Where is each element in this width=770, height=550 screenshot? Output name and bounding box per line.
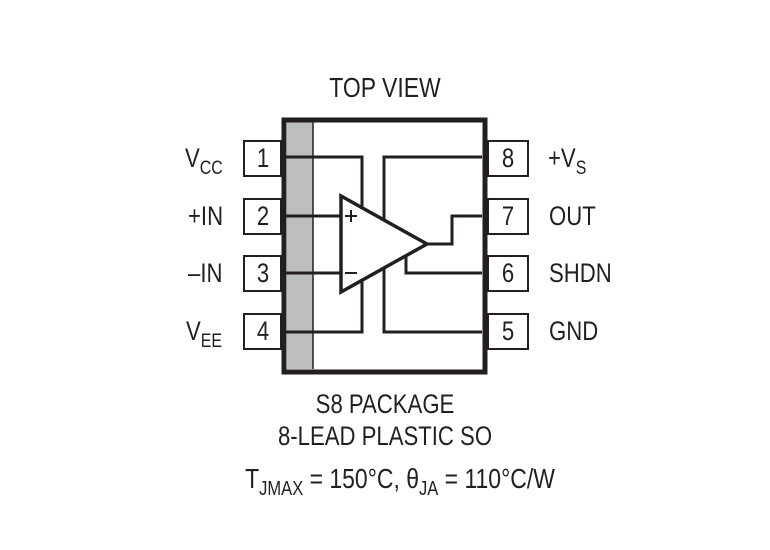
pin-1-label: VCC — [185, 143, 223, 179]
pin-6-number: 6 — [501, 258, 515, 288]
pin1-indicator-strip — [287, 122, 313, 369]
pin-1-box — [243, 140, 282, 177]
package-body — [281, 117, 488, 375]
wire-out — [427, 214, 482, 246]
wire-vee — [286, 280, 364, 334]
pin-8-number: 8 — [501, 143, 515, 173]
package-description: 8-LEAD PLASTIC SO — [277, 421, 493, 451]
right-pin-boxes — [487, 140, 529, 350]
pin-7-label: OUT — [549, 201, 596, 231]
pin-6-box — [487, 255, 529, 292]
opamp-input-symbols — [345, 210, 357, 274]
internal-wiring — [286, 155, 482, 334]
pin-4-label: VEE — [186, 316, 223, 352]
pin-2-box — [243, 198, 282, 235]
pin-2-number: 2 — [256, 201, 270, 231]
wire-gnd — [382, 268, 482, 334]
pin-5-number: 5 — [501, 316, 515, 346]
wire-plus-vs — [382, 155, 482, 219]
wire-vcc — [286, 155, 364, 207]
pin-3-box — [243, 255, 282, 292]
pin-8-label: +VS — [548, 143, 587, 179]
left-pin-boxes — [243, 140, 282, 350]
pin-6-label: SHDN — [549, 258, 612, 288]
pin-4-box — [243, 313, 282, 350]
diagram-title: TOP VIEW — [329, 72, 441, 103]
wire-shdn — [404, 256, 482, 275]
pin-3-number: 3 — [256, 258, 270, 288]
pin-5-box — [487, 313, 529, 350]
thermal-spec: TJMAX = 150°C, θJA = 110°C/W — [245, 463, 555, 501]
pin-1-number: 1 — [256, 143, 270, 173]
package-name: S8 PACKAGE — [315, 389, 455, 419]
pin-3-label: –IN — [188, 258, 223, 288]
pin-5-label: GND — [549, 316, 599, 346]
pin-2-label: +IN — [188, 201, 224, 231]
pin-7-number: 7 — [501, 201, 515, 231]
pin-4-number: 4 — [256, 316, 270, 346]
pin-7-box — [487, 198, 529, 235]
opamp-triangle-icon — [339, 193, 431, 295]
pin-8-box — [487, 140, 529, 177]
